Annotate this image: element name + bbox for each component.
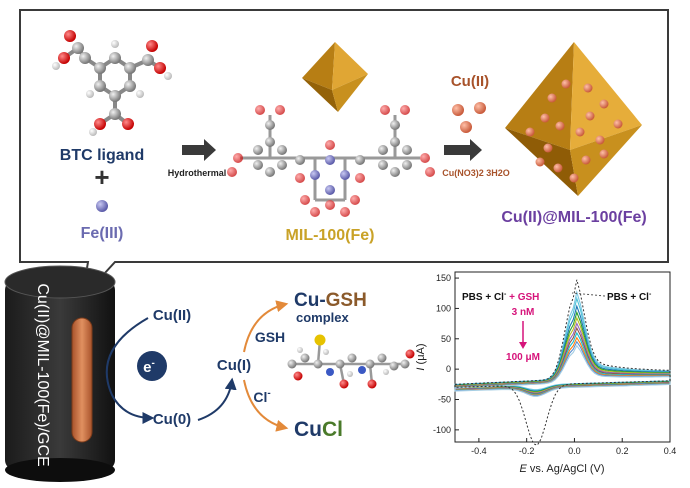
annotation-100um: 100 μM xyxy=(506,352,540,363)
annotation-pbs-cl: PBS + Cl- xyxy=(607,291,652,303)
plus-sign: + xyxy=(94,162,109,192)
concentration-arrow-head-icon xyxy=(519,342,527,349)
cv-chart: -0.4 -0.2 0.0 0.2 0.4 150 100 50 0 -50 -100 I (μA)… xyxy=(415,271,676,475)
y-axis-label: I (μA) xyxy=(415,343,427,370)
y-tick-label: 50 xyxy=(441,334,451,344)
btc-ligand-molecule xyxy=(52,30,172,136)
blank-leader-line xyxy=(571,292,606,297)
loading-arrow-icon xyxy=(444,139,482,161)
synthesis-panel: BTC ligand + Fe(III) Hydrothermal xyxy=(19,9,669,302)
cucl-label: CuCl xyxy=(294,418,343,441)
x-tick-label: 0.2 xyxy=(616,446,629,456)
y-tick-label: 150 xyxy=(436,273,451,283)
btc-ligand-label: BTC ligand xyxy=(60,147,144,164)
x-tick-label: 0.0 xyxy=(568,446,581,456)
cu-ions-icon xyxy=(452,102,486,133)
oxidation-arrow-icon xyxy=(197,377,237,421)
complex-label: complex xyxy=(296,310,350,325)
electron-icon xyxy=(137,351,167,381)
cv-curve-gsh xyxy=(454,344,671,397)
mil-label: MIL-100(Fe) xyxy=(286,227,375,244)
y-tick-label: -50 xyxy=(438,395,451,405)
x-tick-label: 0.4 xyxy=(664,446,677,456)
y-tick-label: 0 xyxy=(446,364,451,374)
curve-group xyxy=(454,279,671,446)
gsh-molecule xyxy=(287,334,415,389)
annotation-3nm: 3 nM xyxy=(512,307,535,318)
x-tick-label: -0.4 xyxy=(471,446,487,456)
electrode: Cu(II)@MIL-100(Fe)/GCE xyxy=(4,265,116,482)
x-axis-label: E vs. Ag/AgCl (V) xyxy=(520,463,605,475)
y-tick-label: 100 xyxy=(436,303,451,313)
cu2-top-label: Cu(II) xyxy=(451,73,489,90)
mil-framework-molecule xyxy=(227,105,435,217)
mech-cu2-label: Cu(II) xyxy=(153,307,191,324)
product-label: Cu(II)@MIL-100(Fe) xyxy=(501,209,646,226)
annotation-pbs-cl-gsh: PBS + Cl- + GSH xyxy=(462,291,539,303)
mech-cu1-label: Cu(I) xyxy=(217,357,251,374)
hydrothermal-label: Hydrothermal xyxy=(168,168,227,178)
electron-label: e- xyxy=(143,358,155,376)
tick-group: -0.4 -0.2 0.0 0.2 0.4 150 100 50 0 -50 -100 xyxy=(433,273,676,456)
copper-electrode-surface xyxy=(71,317,93,443)
gsh-arrow-icon xyxy=(243,300,289,353)
cl-reagent-label: Cl- xyxy=(253,388,270,405)
reduction-arrow-icon xyxy=(105,317,155,424)
x-tick-label: -0.2 xyxy=(519,446,535,456)
mil-octahedron-icon xyxy=(302,42,368,112)
cl-arrow-icon xyxy=(243,379,289,432)
mechanism-panel: Cu(II) e- Cu(0) Cu(I) GSH Cl- Cu-GSH com… xyxy=(105,290,415,441)
hydrothermal-arrow-icon xyxy=(182,139,216,161)
product-octahedron-icon xyxy=(505,42,642,196)
electrode-label: Cu(II)@MIL-100(Fe)/GCE xyxy=(34,283,51,466)
fe-label: Fe(III) xyxy=(81,225,124,242)
mech-cu0-label: Cu(0) xyxy=(153,411,191,428)
gsh-reagent-label: GSH xyxy=(255,329,285,345)
fe-sphere-icon xyxy=(96,200,108,212)
cv-curve-blank xyxy=(454,279,671,446)
cu-gsh-complex-label: Cu-GSH xyxy=(294,290,367,311)
reagent-label: Cu(NO3)2 3H2O xyxy=(442,168,510,178)
y-tick-label: -100 xyxy=(433,425,451,435)
